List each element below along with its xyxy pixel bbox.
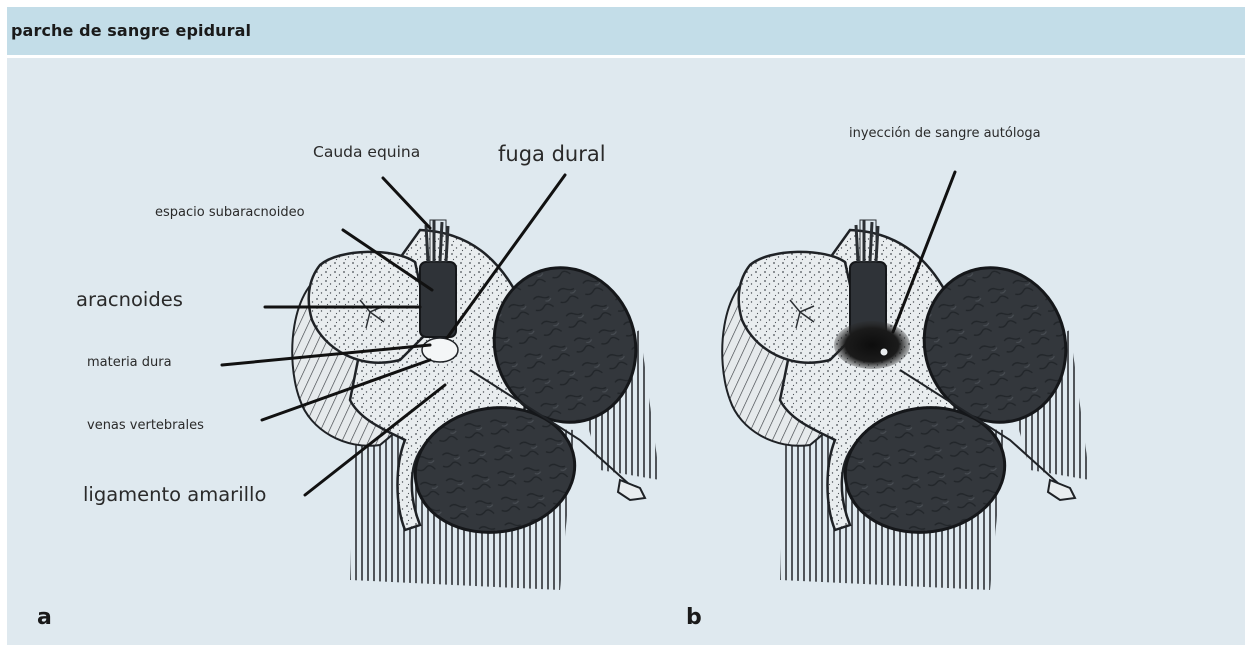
panel-letter-b: b [686,605,702,630]
label-materia-dura: materia dura [87,355,172,370]
label-ligamento-amarillo: ligamento amarillo [83,483,266,506]
autologous-blood-patch [834,321,910,369]
label-cauda-equina: Cauda equina [313,143,420,161]
label-aracnoides: aracnoides [76,288,183,311]
panel-letter-a: a [37,605,52,630]
label-espacio-subaracnoideo: espacio subaracnoideo [155,205,305,220]
label-inyeccion-sangre: inyección de sangre autóloga [849,126,1041,141]
vertebra-panel-a [292,220,660,590]
dural-leak-spot [422,338,458,362]
label-fuga-dural: fuga dural [498,142,606,166]
label-venas-vertebrales: venas vertebrales [87,418,204,433]
vertebra-panel-b [722,220,1090,590]
